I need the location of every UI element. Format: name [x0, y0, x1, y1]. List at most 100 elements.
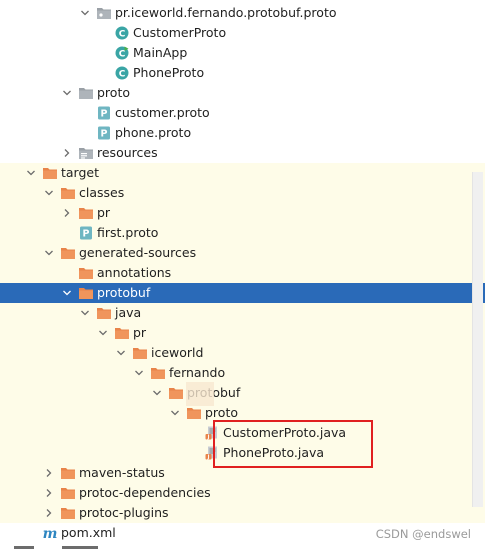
svg-text:J: J — [207, 435, 210, 441]
tree-row[interactable]: pr — [0, 203, 485, 223]
tree-row-label: fernando — [169, 365, 226, 380]
tree-row-label: java — [115, 305, 142, 320]
chevron-down-icon[interactable] — [78, 306, 92, 320]
folder-icon — [60, 485, 76, 501]
folder-icon — [60, 185, 76, 201]
tree-row-label: PhoneProto — [133, 65, 205, 80]
tree-row-label: maven-status — [79, 465, 165, 480]
vertical-scrollbar[interactable] — [472, 172, 483, 507]
svg-text:C: C — [119, 29, 126, 39]
folder-icon — [114, 325, 130, 341]
tree-row-label: pr — [133, 325, 147, 340]
chevron-down-icon[interactable] — [96, 326, 110, 340]
folder-icon — [132, 345, 148, 361]
tree-row-label: CustomerProto — [133, 25, 227, 40]
tree-row[interactable]: fernando — [0, 363, 485, 383]
tree-row-label: protobuf — [97, 285, 151, 300]
svg-text:C: C — [119, 69, 126, 79]
proto-file-icon: P — [96, 125, 112, 141]
chevron-right-icon[interactable] — [60, 206, 74, 220]
tree-row[interactable]: generated-sources — [0, 243, 485, 263]
tree-row-label: classes — [79, 185, 125, 200]
folder-icon — [42, 165, 58, 181]
tree-row-label: phone.proto — [115, 125, 192, 140]
tree-row[interactable]: maven-status — [0, 463, 485, 483]
svg-text:P: P — [83, 229, 90, 240]
chevron-down-icon[interactable] — [132, 366, 146, 380]
tree-row-label: customer.proto — [115, 105, 210, 120]
tree-row-label: first.proto — [97, 225, 159, 240]
folder-icon — [96, 305, 112, 321]
java-file-icon: J — [204, 445, 220, 461]
tree-row-label: proto — [205, 405, 238, 420]
class-icon: C — [114, 65, 130, 81]
tree-row[interactable]: pr.iceworld.fernando.protobuf.proto — [0, 3, 485, 23]
folder-icon — [78, 285, 94, 301]
runnable-class-icon: C — [114, 45, 130, 61]
folder-icon — [150, 365, 166, 381]
maven-icon: m — [42, 525, 58, 541]
folder-icon — [78, 85, 94, 101]
tree-row-label: pr.iceworld.fernando.protobuf.proto — [115, 5, 337, 20]
chevron-right-icon[interactable] — [42, 466, 56, 480]
tree-row-label: pr — [97, 205, 111, 220]
tree-row[interactable]: target — [0, 163, 485, 183]
chevron-down-icon[interactable] — [78, 6, 92, 20]
folder-icon — [60, 505, 76, 521]
chevron-right-icon[interactable] — [60, 146, 74, 160]
tree-row[interactable]: annotations — [0, 263, 485, 283]
chevron-down-icon[interactable] — [42, 186, 56, 200]
chevron-down-icon[interactable] — [42, 246, 56, 260]
chevron-down-icon[interactable] — [60, 286, 74, 300]
proto-file-icon: P — [96, 105, 112, 121]
tree-row-label: PhoneProto.java — [223, 445, 325, 460]
tree-row[interactable]: classes — [0, 183, 485, 203]
package-icon — [96, 5, 112, 21]
tree-row-label: protoc-plugins — [79, 505, 169, 520]
horizontal-scrollbar[interactable] — [0, 543, 485, 549]
watermark: CSDN @endswel — [375, 527, 471, 541]
tree-row-label: CustomerProto.java — [223, 425, 347, 440]
tree-row-label: MainApp — [133, 45, 188, 60]
tree-row[interactable]: C CustomerProto — [0, 23, 485, 43]
tree-row[interactable]: protobuf — [0, 383, 485, 403]
java-file-icon: J — [204, 425, 220, 441]
tree-row[interactable]: iceworld — [0, 343, 485, 363]
tree-row[interactable]: protobuf — [0, 283, 485, 303]
tree-row[interactable]: J PhoneProto.java — [0, 443, 485, 463]
tree-row-label: target — [61, 165, 100, 180]
folder-icon — [78, 205, 94, 221]
svg-text:J: J — [207, 455, 210, 461]
tree-row-label: proto — [97, 85, 130, 100]
chevron-right-icon[interactable] — [42, 486, 56, 500]
tree-row[interactable]: resources — [0, 143, 485, 163]
tree-row[interactable]: pr — [0, 323, 485, 343]
tree-row[interactable]: proto — [0, 403, 485, 423]
tree-row-label: pom.xml — [61, 525, 116, 540]
svg-text:P: P — [101, 109, 108, 120]
tree-row[interactable]: protoc-plugins — [0, 503, 485, 523]
tree-row[interactable]: protoc-dependencies — [0, 483, 485, 503]
tree-row-label: generated-sources — [79, 245, 197, 260]
chevron-down-icon[interactable] — [168, 406, 182, 420]
chevron-down-icon[interactable] — [150, 386, 164, 400]
chevron-down-icon[interactable] — [114, 346, 128, 360]
folder-icon — [60, 465, 76, 481]
class-icon: C — [114, 25, 130, 41]
svg-text:P: P — [101, 129, 108, 140]
tree-row-label: iceworld — [151, 345, 204, 360]
svg-text:m: m — [43, 526, 58, 541]
tree-row[interactable]: proto — [0, 83, 485, 103]
chevron-down-icon[interactable] — [24, 166, 38, 180]
tree-row[interactable]: J CustomerProto.java — [0, 423, 485, 443]
tree-row[interactable]: C PhoneProto — [0, 63, 485, 83]
chevron-down-icon[interactable] — [60, 86, 74, 100]
chevron-right-icon[interactable] — [42, 506, 56, 520]
tree-row-label: protoc-dependencies — [79, 485, 211, 500]
tree-row[interactable]: java — [0, 303, 485, 323]
